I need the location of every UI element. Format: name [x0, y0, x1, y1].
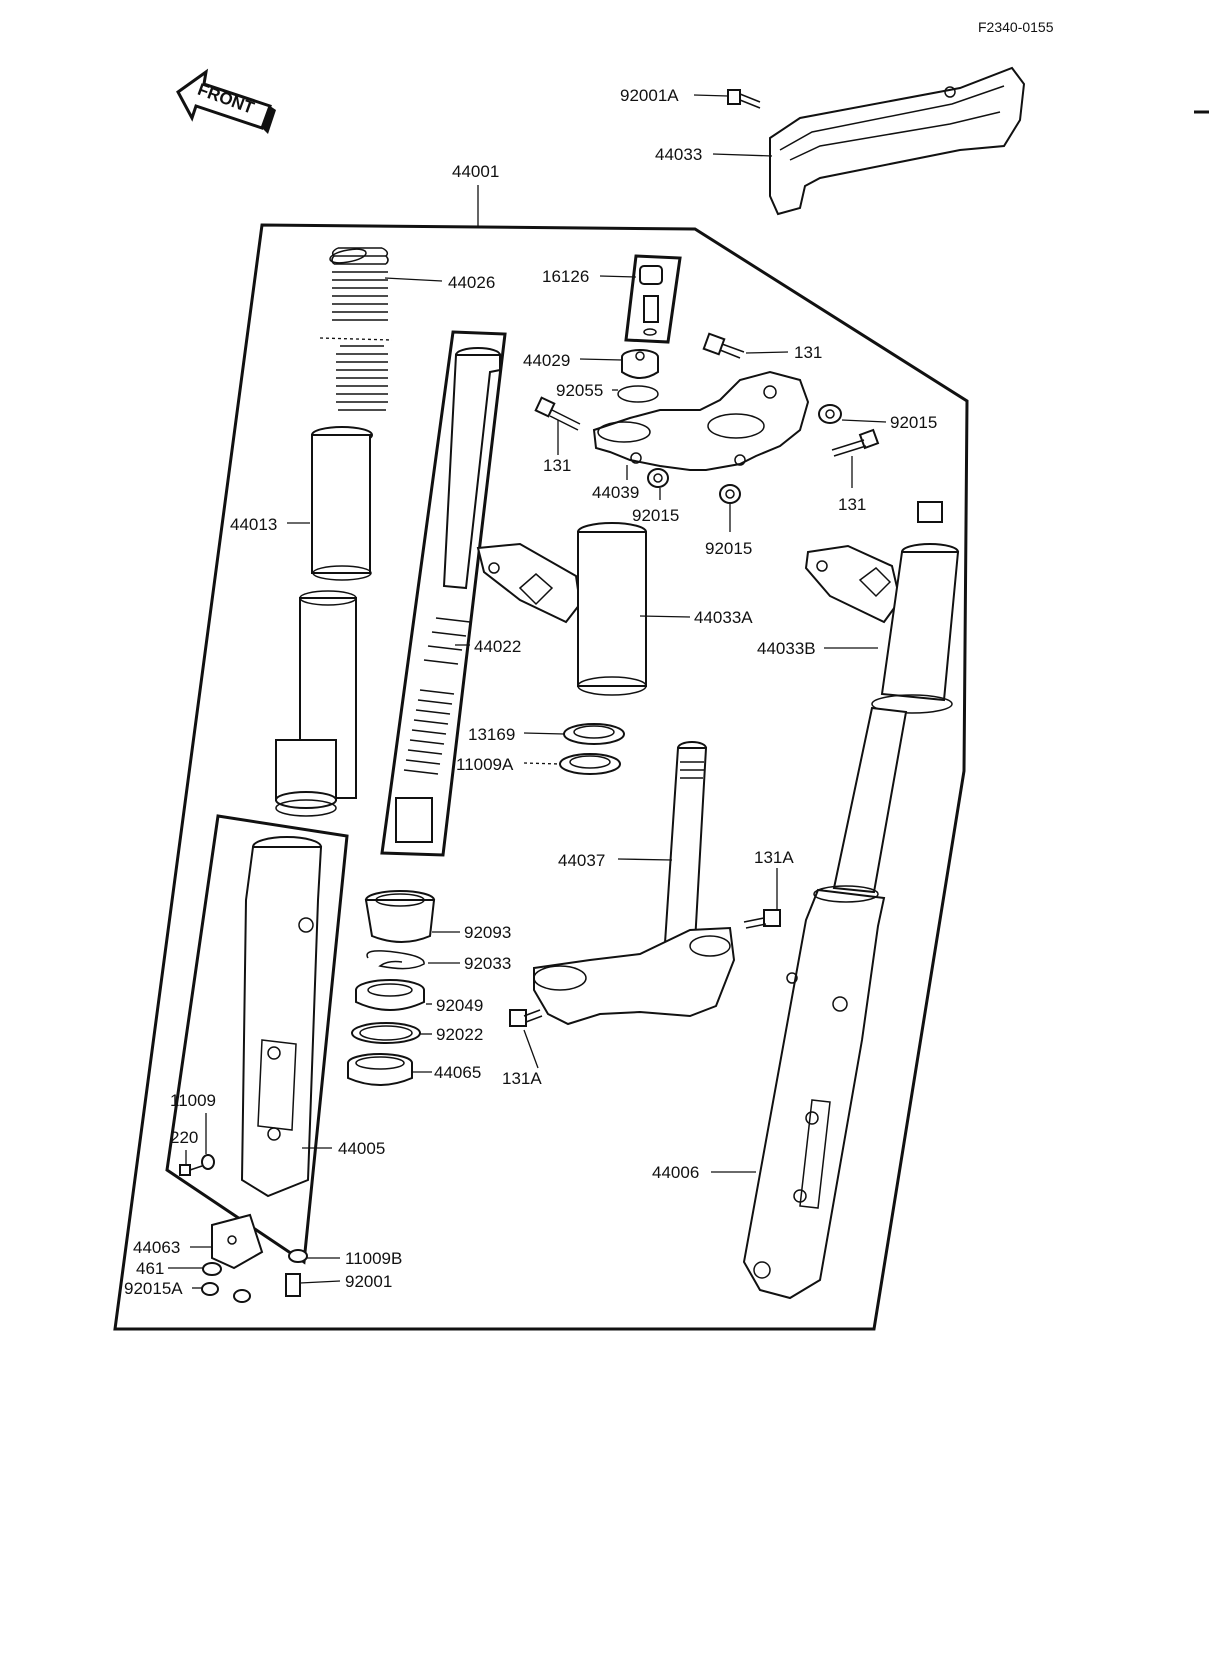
leader-11009A — [523, 762, 561, 765]
label-11009B: 11009B — [345, 1249, 402, 1268]
leader-13169 — [523, 732, 565, 735]
label-44033: 44033 — [655, 145, 702, 164]
dust-seal-92093 — [364, 890, 436, 943]
leader-92001A — [693, 94, 729, 97]
lower-tube-frame-44005 — [165, 814, 349, 1265]
label-44013: 44013 — [230, 515, 277, 534]
label-44001: 44001 — [452, 162, 499, 181]
washer-92022 — [351, 1022, 421, 1044]
label-92022: 92022 — [436, 1025, 483, 1044]
leader-44033A — [639, 615, 691, 618]
damper-kit-frame-44022 — [380, 330, 507, 857]
upper-bracket-44039 — [592, 370, 810, 471]
nut-92015-center — [647, 468, 669, 488]
label-44006: 44006 — [652, 1163, 699, 1182]
axle-clamp-44063 — [211, 1213, 264, 1270]
oil-seal-92049 — [355, 979, 425, 1011]
label-92055: 92055 — [556, 381, 603, 400]
seal-11009A — [559, 753, 621, 775]
label-92049: 92049 — [436, 996, 483, 1015]
leader-44033 — [712, 153, 773, 157]
label-92001A: 92001A — [620, 86, 679, 105]
bush-44065 — [347, 1053, 413, 1086]
air-valve-16126 — [639, 265, 663, 336]
fork-leg-44006 — [742, 706, 908, 1300]
label-44005: 44005 — [338, 1139, 385, 1158]
air-valve-frame-16126 — [624, 254, 682, 344]
leader-92015-right — [841, 419, 887, 423]
label-92015-center: 92015 — [632, 506, 679, 525]
nut-92015-lower — [719, 484, 741, 504]
bolt-92001A — [727, 89, 761, 109]
bolt-131-right — [831, 428, 880, 457]
label-131-right: 131 — [838, 495, 866, 514]
leader-44037 — [617, 858, 673, 861]
handlebar-cover-44033 — [769, 66, 1026, 216]
fork-cap-44029 — [621, 349, 659, 379]
label-92015-right: 92015 — [890, 413, 937, 432]
label-44029: 44029 — [523, 351, 570, 370]
label-11009A: 11009A — [456, 755, 514, 774]
leader-92001 — [299, 1280, 341, 1284]
leader-44029 — [579, 358, 623, 361]
label-131A-lower: 131A — [502, 1069, 542, 1088]
assembly-frame-44001 — [113, 223, 969, 1331]
bolt-131-top — [702, 332, 745, 359]
leader-131-top — [745, 351, 789, 354]
damper-rod-44022 — [395, 347, 501, 843]
nut-92015A-2 — [233, 1289, 251, 1303]
washer-461 — [202, 1262, 222, 1276]
leader-44026 — [384, 277, 443, 282]
steering-stem-44037 — [533, 741, 736, 1026]
bolt-131A-right — [743, 909, 781, 929]
o-ring-92055 — [617, 385, 659, 403]
label-44037: 44037 — [558, 851, 605, 870]
leader-16126 — [599, 275, 637, 278]
label-44063: 44063 — [133, 1238, 180, 1257]
stud-92001 — [285, 1273, 301, 1297]
bolt-131A-lower — [509, 1009, 543, 1027]
label-131-top: 131 — [794, 343, 822, 362]
label-92015A: 92015A — [124, 1279, 183, 1298]
front-arrow-icon: FRONT — [176, 68, 276, 134]
label-92093: 92093 — [464, 923, 511, 942]
label-44033A: 44033A — [694, 608, 753, 627]
label-131-left: 131 — [543, 456, 571, 475]
label-461: 461 — [136, 1259, 164, 1278]
drawing-code: F2340-0155 — [978, 19, 1054, 35]
nut-92015A — [201, 1282, 219, 1296]
bearing-13169 — [563, 723, 625, 745]
label-13169: 13169 — [468, 725, 515, 744]
fork-leg-44005 — [240, 836, 323, 1198]
label-16126: 16126 — [542, 267, 589, 286]
label-44033B: 44033B — [757, 639, 816, 658]
leader-131A-lower — [523, 1029, 539, 1069]
label-44022: 44022 — [474, 637, 521, 656]
label-92001: 92001 — [345, 1272, 392, 1291]
fork-cover-44033A — [476, 522, 647, 696]
label-11009: 11009 — [170, 1091, 216, 1110]
fork-spring-44026 — [319, 247, 393, 411]
washer-11009 — [201, 1154, 215, 1170]
washer-11009B — [288, 1249, 308, 1263]
fork-cover-44033B — [804, 501, 960, 714]
label-44065: 44065 — [434, 1063, 481, 1082]
nut-92015-right — [818, 404, 842, 424]
label-220: 220 — [170, 1128, 198, 1147]
label-44026: 44026 — [448, 273, 495, 292]
bolt-131-left — [534, 396, 581, 431]
bolt-220 — [179, 1164, 203, 1176]
label-92033: 92033 — [464, 954, 511, 973]
label-44039: 44039 — [592, 483, 639, 502]
label-92015-lower: 92015 — [705, 539, 752, 558]
fork-tube-44013 — [275, 426, 373, 817]
snap-ring-92033 — [366, 950, 425, 970]
label-131A-right: 131A — [754, 848, 794, 867]
